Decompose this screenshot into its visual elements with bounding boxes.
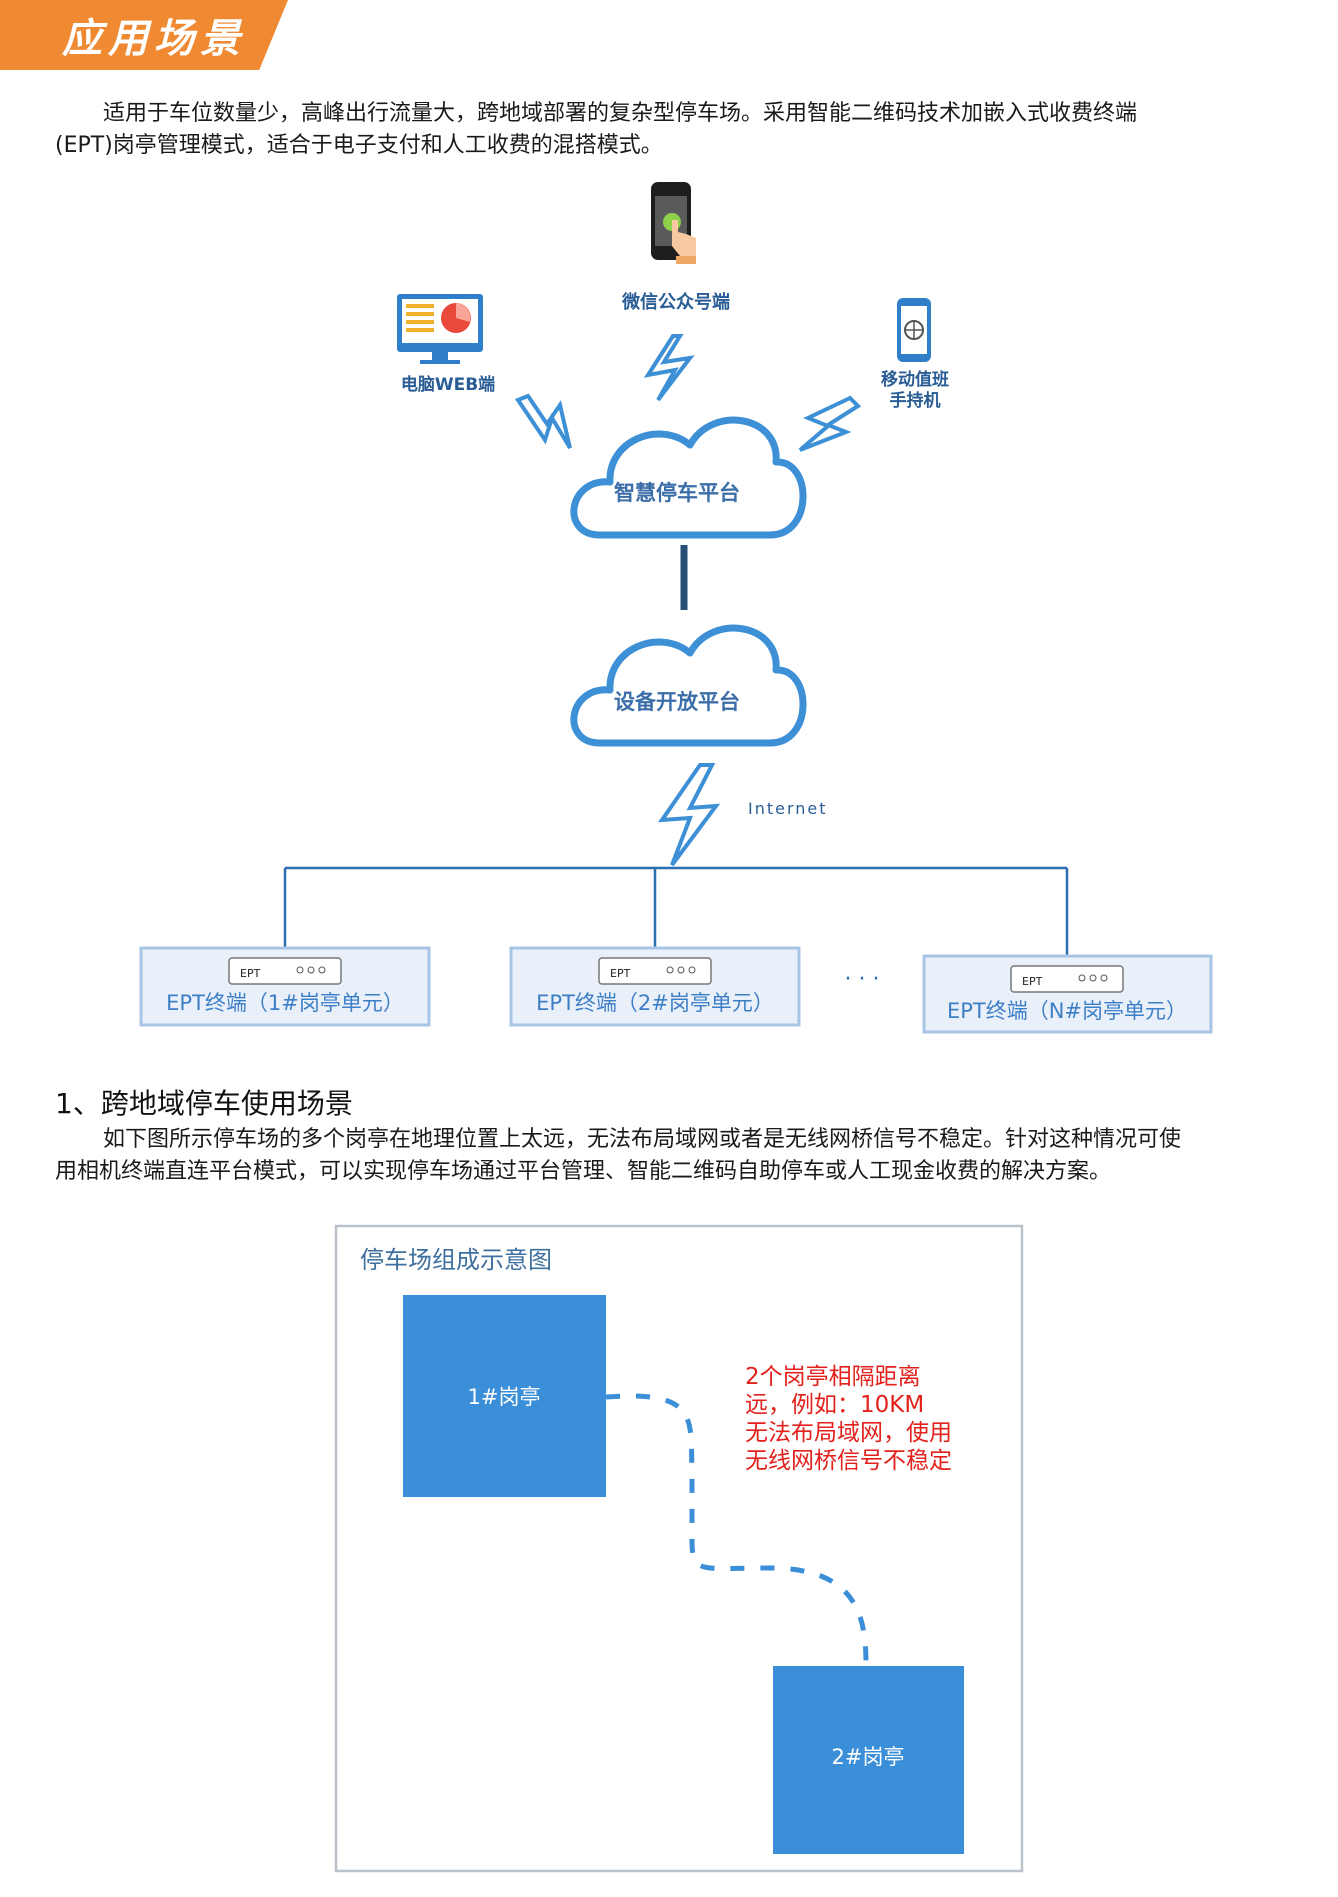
banner-title: 应用场景 — [62, 15, 246, 62]
ept-terminal-2: EPT EPT终端（2#岗亭单元） — [509, 946, 801, 1027]
architecture-diagram: 微信公众号端 电脑WEB端 移动值班 手持机 智慧停车平台 — [139, 182, 1213, 1034]
note-line-2: 远，例如：10KM — [745, 1392, 924, 1418]
mobile-label-2: 手持机 — [890, 390, 941, 411]
section-text-1: 如下图所示停车场的多个岗亭在地理位置上太远，无法布局域网或者是无线网桥信号不稳定… — [103, 1127, 1182, 1152]
handheld-icon — [897, 298, 931, 362]
smart-platform-label: 智慧停车平台 — [614, 481, 740, 505]
wechat-label: 微信公众号端 — [621, 291, 730, 313]
mobile-label-1: 移动值班 — [881, 369, 949, 390]
intro-line-1: 适用于车位数量少，高峰出行流量大，跨地域部署的复杂型停车场。采用智能二维码技术加… — [55, 98, 1285, 130]
lightning-icon-left — [514, 393, 572, 450]
device-text-1: EPT — [240, 967, 261, 980]
monitor-icon — [397, 294, 483, 364]
device-text-2: EPT — [610, 967, 631, 980]
network-lines — [283, 866, 1069, 956]
terminal-label-1: EPT终端（1#岗亭单元） — [166, 991, 404, 1015]
booth-1 — [403, 1295, 606, 1497]
section-banner — [0, 0, 288, 70]
internet-label: Internet — [748, 799, 828, 818]
ept-terminal-n: EPT EPT终端（N#岗亭单元） — [922, 954, 1213, 1034]
phone-icon — [651, 182, 696, 264]
lightning-icon-right — [798, 395, 862, 452]
section-line-1: 如下图所示停车场的多个岗亭在地理位置上太远，无法布局域网或者是无线网桥信号不稳定… — [55, 1124, 1285, 1156]
ellipsis: · · · — [845, 967, 880, 992]
intro-text-1: 适用于车位数量少，高峰出行流量大，跨地域部署的复杂型停车场。采用智能二维码技术加… — [103, 101, 1138, 126]
note-line-1: 2个岗亭相隔距离 — [745, 1364, 921, 1390]
intro-line-2: (EPT)岗亭管理模式，适合于电子支付和人工收费的混搭模式。 — [55, 133, 663, 158]
note-line-4: 无线网桥信号不稳定 — [745, 1448, 952, 1474]
cloud-icon-smart-platform — [570, 416, 807, 539]
dashed-connection — [605, 1393, 869, 1667]
pc-web-label: 电脑WEB端 — [401, 374, 495, 395]
booth-2 — [773, 1666, 964, 1854]
layout-title: 停车场组成示意图 — [360, 1246, 552, 1274]
section-title: 1、跨地域停车使用场景 — [55, 1087, 353, 1120]
terminal-label-2: EPT终端（2#岗亭单元） — [536, 991, 774, 1015]
terminal-label-n: EPT终端（N#岗亭单元） — [947, 999, 1187, 1023]
ept-terminal-1: EPT EPT终端（1#岗亭单元） — [139, 946, 431, 1027]
booth-1-label: 1#岗亭 — [468, 1385, 541, 1409]
note-line-3: 无法布局域网，使用 — [745, 1420, 952, 1446]
device-text-n: EPT — [1022, 975, 1043, 988]
booth-2-label: 2#岗亭 — [832, 1745, 905, 1769]
section-line-2: 用相机终端直连平台模式，可以实现停车场通过平台管理、智能二维码自助停车或人工现金… — [55, 1159, 1112, 1184]
cloud-icon-device-platform — [570, 624, 807, 747]
lightning-icon-internet — [657, 763, 721, 867]
section-paragraph: 如下图所示停车场的多个岗亭在地理位置上太远，无法布局域网或者是无线网桥信号不稳定… — [55, 1124, 1285, 1188]
intro-paragraph: 适用于车位数量少，高峰出行流量大，跨地域部署的复杂型停车场。采用智能二维码技术加… — [55, 98, 1285, 162]
device-platform-label: 设备开放平台 — [614, 690, 740, 714]
lightning-icon-top — [643, 334, 695, 402]
layout-frame — [334, 1224, 1024, 1873]
